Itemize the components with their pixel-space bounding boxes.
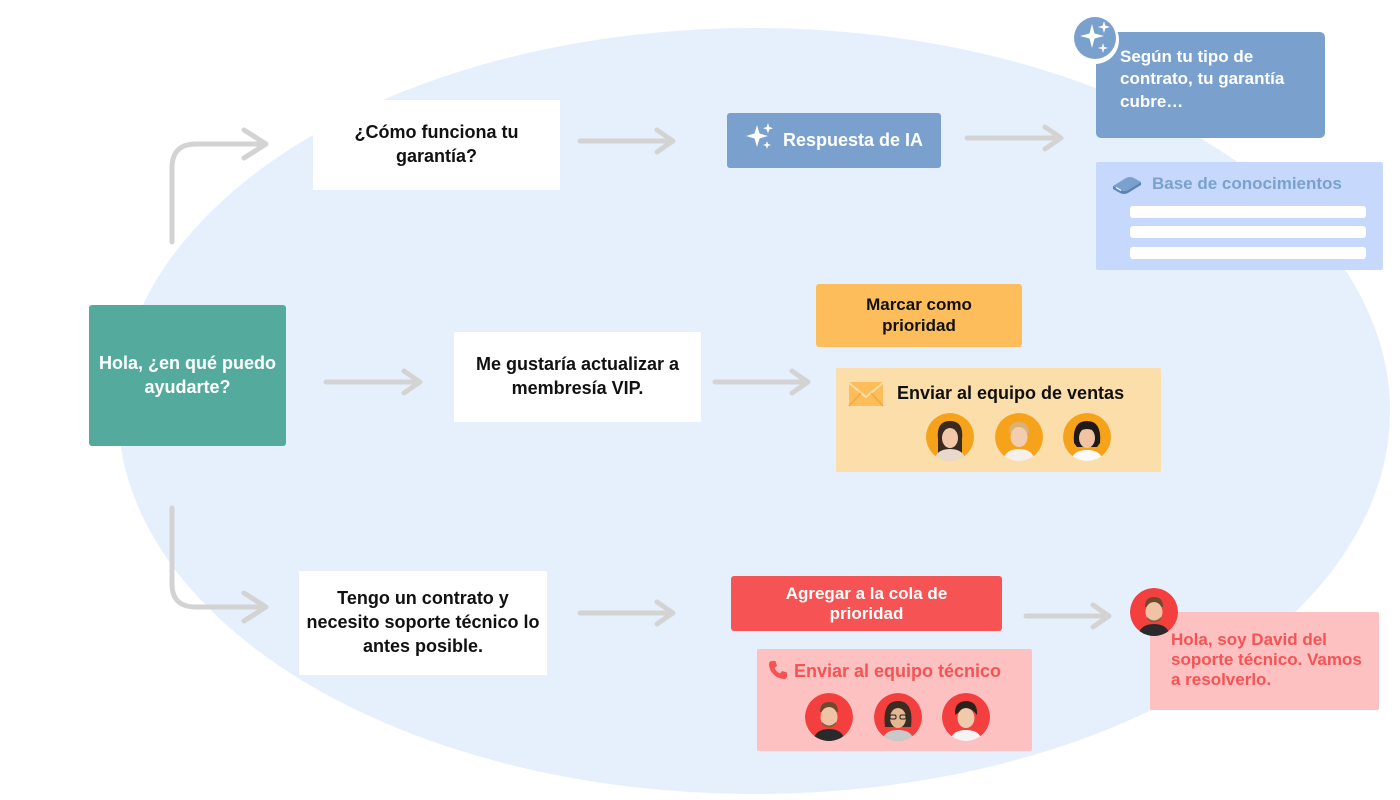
avatar [874,693,922,741]
ai-answer-text: Según tu tipo de contrato, tu garantía c… [1120,47,1285,111]
phone-icon [767,659,789,686]
question-vip: Me gustaría actualizar a membresía VIP. [454,332,701,422]
knowledge-base-line [1130,206,1366,218]
avatar [805,693,853,741]
tech-team-card: Enviar al equipo técnico [757,649,1032,751]
sales-team-card: Enviar al equipo de ventas [836,368,1161,472]
arrow-head [654,127,676,155]
avatar [926,413,974,461]
arrow-head [401,368,423,396]
sales-team-title: Enviar al equipo de ventas [897,383,1125,403]
arrow-greeting-to-q1 [169,141,267,245]
envelope-icon [848,380,884,413]
book-icon [1110,172,1144,203]
avatar [995,413,1043,461]
ai-response-label: Respuesta de IA [782,129,924,150]
ai-response-box: Respuesta de IA [727,113,941,168]
agent-reply-text: Hola, soy David del soporte técnico. Vam… [1171,630,1362,689]
arrow-head [241,127,269,161]
arrow-head [241,590,269,624]
question-warranty: ¿Cómo funciona tu garantía? [313,100,560,190]
sparkles-badge [1071,16,1119,64]
agent-avatar [1130,588,1178,636]
sparkles-icon [1073,16,1117,65]
knowledge-base-line [1130,247,1366,259]
priority-tag: Marcar como prioridad [816,284,1022,347]
agent-reply-bubble: Hola, soy David del soporte técnico. Vam… [1150,612,1379,710]
question-tech-support-text: Tengo un contrato y necesito soporte téc… [306,588,540,656]
question-vip-text: Me gustaría actualizar a membresía VIP. [475,354,680,398]
sparkles-icon [745,122,775,159]
ai-answer-bubble: Según tu tipo de contrato, tu garantía c… [1096,32,1325,138]
question-warranty-text: ¿Cómo funciona tu garantía? [354,122,519,166]
knowledge-base-card: Base de conocimientos [1096,162,1383,270]
priority-tag-label: Marcar como prioridad [866,295,972,335]
avatar [1063,413,1111,461]
avatar [942,693,990,741]
greeting-box: Hola, ¿en qué puedo ayudarte? [89,305,286,446]
priority-queue-tag: Agregar a la cola de prioridad [731,576,1002,631]
priority-queue-label: Agregar a la cola de prioridad [785,583,948,623]
greeting-text: Hola, ¿en qué puedo ayudarte? [98,352,276,397]
arrow-head [1090,602,1112,630]
arrow-head [789,368,811,396]
arrow-greeting-to-q3 [169,505,267,610]
question-tech-support: Tengo un contrato y necesito soporte téc… [299,571,547,675]
arrow-head [654,599,676,627]
arrow-head [1042,124,1064,152]
tech-team-title: Enviar al equipo técnico [794,661,1002,681]
knowledge-base-line [1130,226,1366,238]
knowledge-base-title: Base de conocimientos [1152,174,1342,193]
